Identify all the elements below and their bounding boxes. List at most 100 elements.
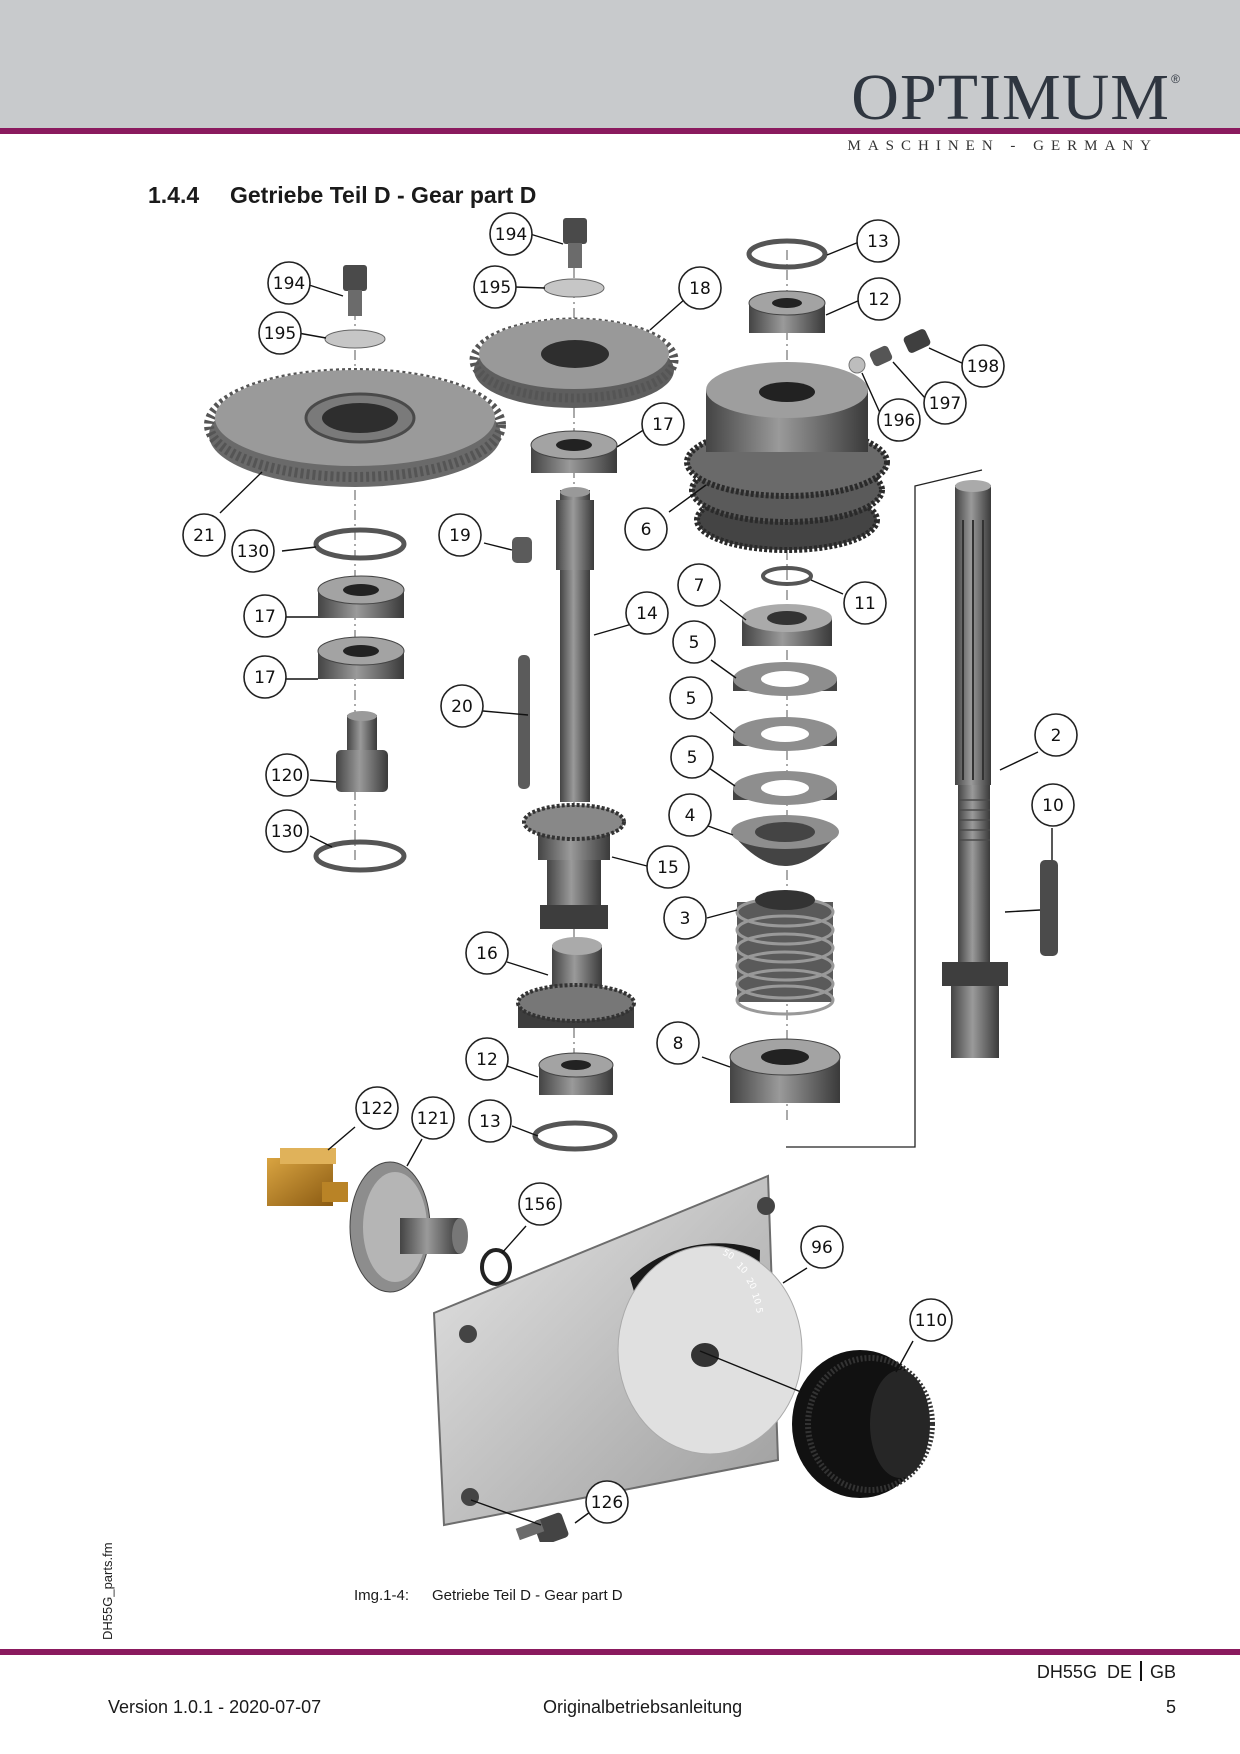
callout-130: 130: [265, 809, 309, 853]
brand-tagline: MASCHINEN - GERMANY: [847, 138, 1158, 154]
callout-194: 194: [489, 212, 533, 256]
svg-text:5: 5: [686, 689, 697, 709]
svg-text:110: 110: [915, 1311, 947, 1331]
svg-text:17: 17: [254, 607, 276, 627]
bearing-8: [729, 1038, 841, 1103]
circlip-130-bottom: [313, 839, 407, 873]
bearing-17-a: [317, 575, 405, 618]
callout-5: 5: [669, 676, 713, 720]
spring-3: [735, 890, 835, 1016]
flange-121: [349, 1161, 468, 1293]
dial-mark: 10: [749, 1292, 762, 1306]
section-number: 1.4.4: [148, 182, 200, 208]
svg-text:8: 8: [673, 1034, 684, 1054]
svg-text:5: 5: [689, 633, 700, 653]
callout-198: 198: [961, 344, 1005, 388]
file-name-label: DH55G_parts.fm: [100, 1542, 115, 1640]
footer-rule: [0, 1649, 1240, 1655]
callout-20: 20: [440, 684, 484, 728]
svg-text:10: 10: [1042, 796, 1064, 816]
callout-156: 156: [518, 1182, 562, 1226]
callout-7: 7: [677, 563, 721, 607]
callout-194: 194: [267, 261, 311, 305]
svg-text:198: 198: [967, 357, 999, 377]
callout-110: 110: [909, 1298, 953, 1342]
svg-text:4: 4: [685, 806, 696, 826]
gear-16: [516, 937, 636, 1028]
callout-196: 196: [877, 398, 921, 442]
spring-197: [869, 345, 893, 367]
leader-lines: [219, 233, 1053, 1526]
circlip-11: [761, 566, 813, 586]
washer-195-left: [324, 329, 386, 349]
screw-198: [903, 329, 931, 353]
callout-14: 14: [625, 591, 669, 635]
callout-130: 130: [231, 529, 275, 573]
callout-96: 96: [800, 1225, 844, 1269]
brand-logo: OPTIMUM: [851, 61, 1170, 134]
washer-5-a: [733, 662, 837, 696]
callout-4: 4: [668, 793, 712, 837]
callout-18: 18: [678, 266, 722, 310]
svg-text:194: 194: [273, 274, 305, 294]
callout-2: 2: [1034, 713, 1078, 757]
nut-7: [742, 604, 832, 646]
gear-cluster-6: [684, 362, 890, 553]
svg-text:17: 17: [254, 668, 276, 688]
callout-11: 11: [843, 581, 887, 625]
circlip-13-top: [746, 238, 828, 270]
svg-text:130: 130: [271, 822, 303, 842]
callout-16: 16: [465, 931, 509, 975]
svg-text:19: 19: [449, 526, 471, 546]
svg-text:14: 14: [636, 604, 658, 624]
callout-195: 195: [258, 311, 302, 355]
callout-13: 13: [468, 1099, 512, 1143]
caption-text: Getriebe Teil D - Gear part D: [432, 1587, 623, 1604]
callout-5: 5: [670, 735, 714, 779]
svg-text:120: 120: [271, 766, 303, 786]
svg-text:12: 12: [476, 1050, 498, 1070]
screw-194-left: [343, 265, 367, 316]
cup-4: [731, 815, 839, 866]
callout-197: 197: [923, 381, 967, 425]
gear-exploded-diagram: 50 10 20 10 5: [182, 212, 1078, 1542]
callout-13: 13: [856, 219, 900, 263]
svg-text:21: 21: [193, 526, 215, 546]
language-gb: GB: [1149, 1662, 1176, 1682]
callout-19: 19: [438, 513, 482, 557]
svg-text:18: 18: [689, 279, 711, 299]
shaft-120: [336, 711, 388, 792]
registered-mark: ®: [1171, 72, 1180, 86]
bearing-17-center: [530, 430, 618, 473]
cover-plate-96: 50 10 20 10 5: [432, 1174, 803, 1527]
callout-195: 195: [473, 265, 517, 309]
svg-text:156: 156: [524, 1195, 556, 1215]
svg-text:20: 20: [451, 697, 473, 717]
gear-18: [469, 317, 679, 408]
callout-126: 126: [585, 1480, 629, 1524]
svg-text:196: 196: [883, 411, 915, 431]
callout-12: 12: [465, 1037, 509, 1081]
language-divider: [1139, 1661, 1142, 1681]
svg-text:7: 7: [694, 576, 705, 596]
callout-15: 15: [646, 845, 690, 889]
svg-text:195: 195: [264, 324, 296, 344]
callout-12: 12: [857, 277, 901, 321]
footer-document-type: Originalbetriebsanleitung: [543, 1697, 743, 1717]
dial-mark: 5: [753, 1307, 764, 1314]
screw-126: [515, 1512, 569, 1542]
svg-text:12: 12: [868, 290, 890, 310]
svg-text:16: 16: [476, 944, 498, 964]
language-de: DE: [1106, 1662, 1132, 1682]
svg-text:17: 17: [652, 415, 674, 435]
shaft-14: [556, 487, 594, 802]
callout-10: 10: [1031, 783, 1075, 827]
callout-21: 21: [182, 513, 226, 557]
svg-text:122: 122: [361, 1099, 393, 1119]
svg-text:96: 96: [811, 1238, 833, 1258]
callout-5: 5: [672, 620, 716, 664]
figure-caption: Img.1-4:Getriebe Teil D - Gear part D: [354, 1587, 623, 1604]
ball-196: [848, 356, 866, 374]
svg-text:121: 121: [417, 1109, 449, 1129]
section-title: Getriebe Teil D - Gear part D: [230, 182, 537, 208]
